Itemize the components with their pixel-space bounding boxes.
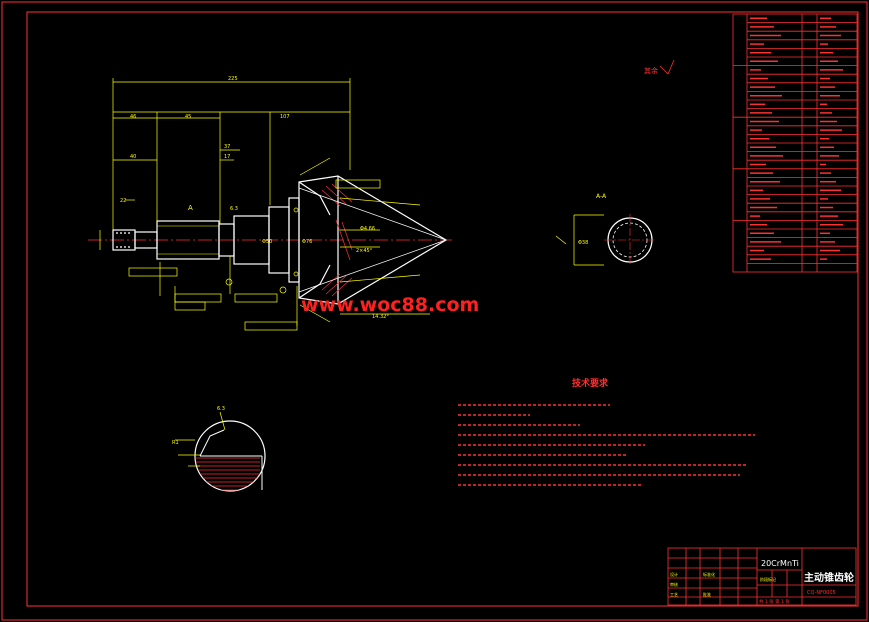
- pinion-shaft-view: 225 46 45 107 40 37 17 22 Φ50 Φ76 Φ4.66 …: [88, 76, 452, 331]
- svg-text:40: 40: [130, 154, 136, 160]
- svg-text:R1: R1: [172, 440, 179, 446]
- svg-text:阶段标记: 阶段标记: [760, 576, 776, 582]
- svg-text:6.3: 6.3: [217, 406, 225, 412]
- svg-text:Φ76: Φ76: [302, 239, 312, 245]
- material-label: 20CrMnTi: [761, 559, 799, 568]
- part-name: 主动锥齿轮: [804, 571, 854, 584]
- svg-text:37: 37: [224, 144, 230, 150]
- tech-req-title: 技术要求: [572, 377, 609, 389]
- view-label-a: A: [188, 204, 193, 212]
- svg-text:Φ4.66: Φ4.66: [360, 226, 375, 232]
- dimension-lines: [99, 78, 430, 331]
- inner-frame: [26, 11, 859, 607]
- svg-text:2×45°: 2×45°: [356, 248, 373, 254]
- svg-text:17: 17: [224, 154, 230, 160]
- svg-text:工艺: 工艺: [670, 592, 678, 597]
- svg-text:其余: 其余: [644, 66, 658, 75]
- watermark: www.woc88.com: [301, 294, 479, 316]
- title-block: [667, 547, 857, 606]
- svg-text:14.32°: 14.32°: [372, 314, 389, 320]
- svg-text:Φ50: Φ50: [262, 239, 272, 245]
- svg-text:22: 22: [120, 198, 126, 204]
- svg-text:45: 45: [185, 114, 191, 120]
- parameter-table-text: [750, 17, 843, 260]
- detail-view-tooth: R1 6.3: [172, 406, 266, 492]
- svg-text:225: 225: [228, 76, 238, 82]
- svg-text:审核: 审核: [670, 581, 678, 587]
- svg-text:107: 107: [280, 114, 290, 120]
- parameter-table: [732, 13, 858, 273]
- roughness-note: 其余: [644, 59, 675, 75]
- bevel-gear-cone: [298, 175, 448, 305]
- technical-requirements: 技术要求: [458, 377, 755, 486]
- svg-text:Φ38: Φ38: [578, 240, 588, 246]
- svg-text:设计: 设计: [670, 571, 678, 577]
- svg-text:批准: 批准: [703, 591, 711, 597]
- svg-text:6.3: 6.3: [230, 206, 238, 212]
- svg-text:标准化: 标准化: [703, 571, 715, 577]
- svg-text:46: 46: [130, 114, 136, 120]
- section-a-a: A-A Φ38: [555, 193, 656, 266]
- drawing-number: CQ-NF0005: [807, 590, 836, 596]
- page-info: 共 1 张 第 1 张: [759, 598, 790, 605]
- svg-text:A-A: A-A: [596, 193, 607, 200]
